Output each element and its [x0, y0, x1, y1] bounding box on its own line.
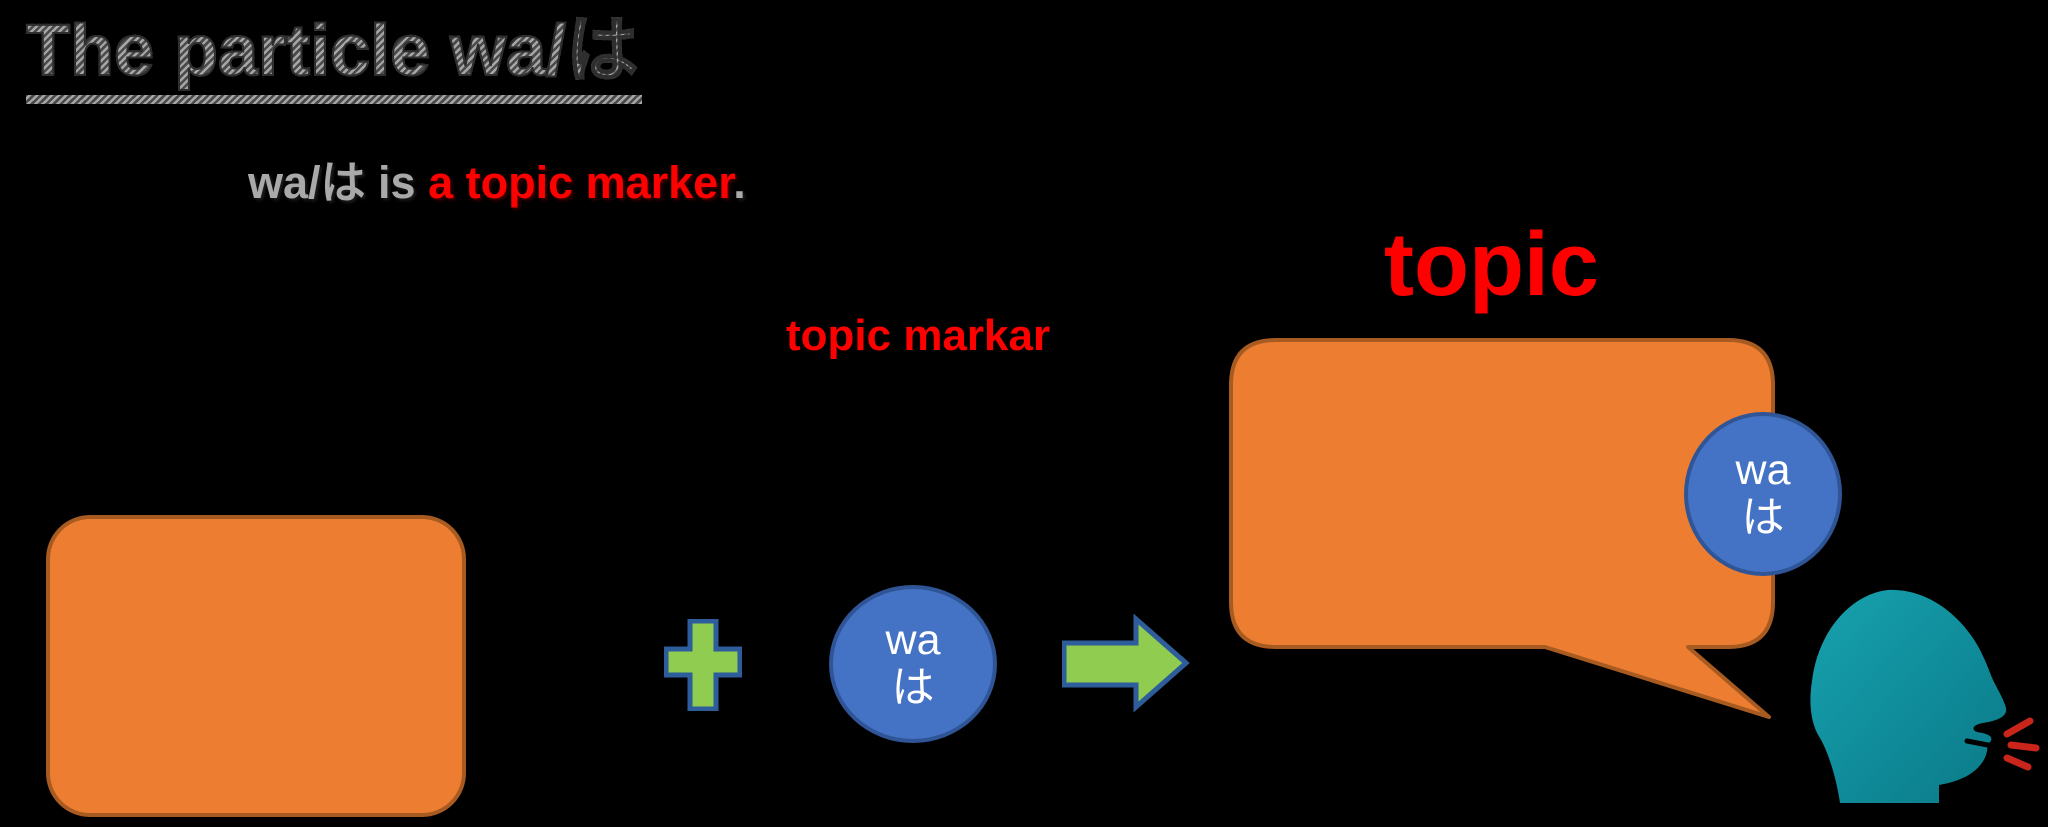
plus-icon — [664, 619, 742, 711]
particle-kana: は — [891, 664, 935, 712]
particle-romaji: wa — [885, 615, 941, 664]
wa-particle-circle: wa は — [829, 585, 997, 743]
speech-bubble-shape — [1229, 338, 1775, 719]
subtitle-gray-text: wa/は is — [248, 157, 429, 208]
particle-romaji: wa — [1735, 445, 1791, 494]
particle-kana: は — [1741, 494, 1785, 542]
page-title: The particle wa/は — [25, 12, 643, 104]
wa-particle-circle-on-bubble: wa は — [1684, 412, 1842, 576]
topic-marker-label: topic markar — [786, 311, 1051, 360]
speech-marks-icon — [2003, 717, 2040, 771]
blank-topic-box — [46, 515, 466, 817]
mouth-line — [1964, 738, 1996, 749]
topic-label: topic — [1384, 215, 1599, 315]
subtitle: wa/は is a topic marker. — [248, 156, 746, 210]
subtitle-red-text: a topic marker — [428, 157, 734, 208]
subtitle-period: . — [733, 157, 746, 208]
head-silhouette-icon — [1810, 589, 2007, 803]
arrow-right-icon — [1062, 614, 1190, 712]
